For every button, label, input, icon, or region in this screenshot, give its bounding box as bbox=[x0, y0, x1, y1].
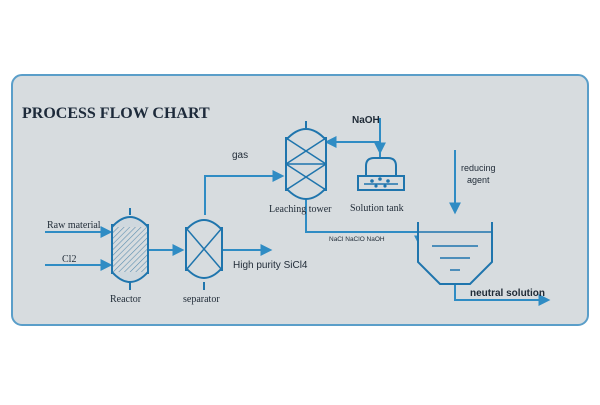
separator-label: separator bbox=[183, 294, 220, 305]
cl2-label: Cl2 bbox=[62, 254, 76, 265]
neutralization-tank-vessel bbox=[417, 222, 493, 285]
separator-vessel bbox=[185, 219, 223, 290]
solution-tank-vessel bbox=[357, 157, 405, 191]
reducing-agent-label-line2: agent bbox=[467, 175, 490, 185]
neutral-solution-line bbox=[454, 284, 551, 306]
high-purity-label: High purity SiCl4 bbox=[233, 260, 308, 271]
reactor-label: Reactor bbox=[110, 294, 142, 305]
leaching-tower-vessel bbox=[285, 121, 327, 200]
neutral-solution-label: neutral solution bbox=[470, 288, 545, 299]
chart-title: PROCESS FLOW CHART bbox=[22, 105, 210, 122]
solution-tank-label: Solution tank bbox=[350, 203, 404, 214]
raw-material-label: Raw material bbox=[47, 220, 101, 231]
gas-line bbox=[204, 170, 285, 215]
leaching-tower-label: Leaching tower bbox=[269, 204, 332, 215]
reactor-vessel bbox=[111, 208, 149, 290]
reducing-agent-label-line1: reducing bbox=[461, 163, 496, 173]
salts-label: NaCl NaClO NaOH bbox=[329, 236, 385, 243]
gas-label: gas bbox=[232, 150, 248, 161]
naoh-label: NaOH bbox=[352, 115, 380, 126]
